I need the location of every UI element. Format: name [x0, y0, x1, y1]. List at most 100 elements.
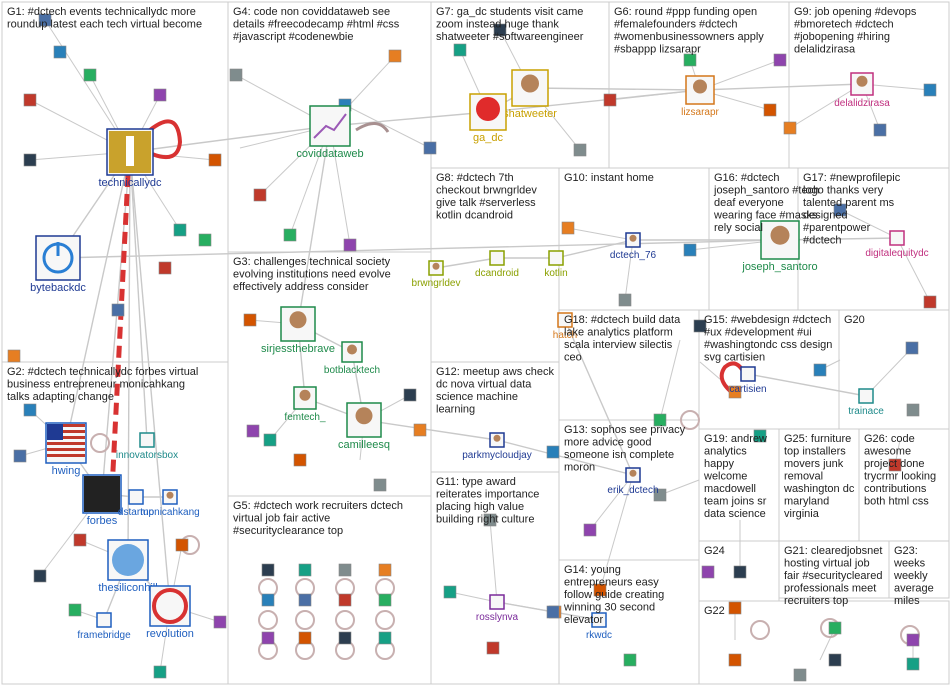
- node-thumbnail[interactable]: [378, 563, 392, 577]
- node-coviddataweb[interactable]: coviddataweb: [296, 105, 364, 160]
- node-thumbnail[interactable]: [378, 593, 392, 607]
- node-thumbnail[interactable]: [338, 631, 352, 645]
- node-thumbnail[interactable]: [343, 238, 357, 252]
- node-thumbnail[interactable]: [828, 621, 842, 635]
- node-trainace[interactable]: trainace: [848, 388, 884, 417]
- node-thumbnail[interactable]: [338, 593, 352, 607]
- node-parkmycloudjay[interactable]: parkmycloudjay: [462, 432, 532, 461]
- node-thumbnail[interactable]: [561, 221, 575, 235]
- node-thumbnail[interactable]: [443, 585, 457, 599]
- node-thumbnail[interactable]: [623, 653, 637, 667]
- node-thumbnail[interactable]: [23, 153, 37, 167]
- node-thumbnail[interactable]: [73, 533, 87, 547]
- node-thumbnail[interactable]: [283, 228, 297, 242]
- node-revolution[interactable]: revolution: [146, 585, 194, 640]
- node-botblacktech[interactable]: botblacktech: [324, 341, 380, 376]
- node-erik_dctech[interactable]: erik_dctech: [607, 467, 659, 496]
- node-thumbnail[interactable]: [173, 223, 187, 237]
- node-thumbnail[interactable]: [728, 601, 742, 615]
- node-thumbnail[interactable]: [701, 565, 715, 579]
- node-thumbnail[interactable]: [493, 23, 507, 37]
- node-thumbnail[interactable]: [13, 449, 27, 463]
- node-thumbnail[interactable]: [593, 583, 607, 597]
- node-thumbnail[interactable]: [229, 68, 243, 82]
- node-thumbnail[interactable]: [298, 563, 312, 577]
- node-thumbnail[interactable]: [261, 631, 275, 645]
- node-dctech_76[interactable]: dctech_76: [610, 232, 657, 261]
- node-thumbnail[interactable]: [246, 424, 260, 438]
- node-thumbnail[interactable]: [486, 641, 500, 655]
- node-brwngrldev[interactable]: brwngrldev: [412, 260, 461, 289]
- node-thumbnail[interactable]: [683, 53, 697, 67]
- node-thumbnail[interactable]: [793, 668, 807, 682]
- node-thumbnail[interactable]: [906, 633, 920, 647]
- node-thumbnail[interactable]: [293, 453, 307, 467]
- node-thumbnail[interactable]: [413, 423, 427, 437]
- node-cartisien[interactable]: cartisien: [729, 366, 767, 395]
- node-thumbnail[interactable]: [828, 653, 842, 667]
- node-thumbnail[interactable]: [23, 93, 37, 107]
- node-thumbnail[interactable]: [403, 388, 417, 402]
- node-thumbnail[interactable]: [693, 319, 707, 333]
- node-thumbnail[interactable]: [68, 603, 82, 617]
- node-rosslynva[interactable]: rosslynva: [476, 594, 519, 623]
- node-thumbnail[interactable]: [763, 103, 777, 117]
- node-innovatorsbox[interactable]: innovatorsbox: [116, 432, 178, 461]
- node-ga_dc[interactable]: ga_dc: [469, 93, 507, 144]
- node-thumbnail[interactable]: [33, 569, 47, 583]
- node-monicahkang[interactable]: monicahkang: [140, 489, 200, 518]
- node-thumbnail[interactable]: [833, 203, 847, 217]
- node-thumbnail[interactable]: [813, 363, 827, 377]
- node-thumbnail[interactable]: [198, 233, 212, 247]
- node-shatweeter[interactable]: shatweeter: [503, 69, 557, 120]
- node-thumbnail[interactable]: [453, 43, 467, 57]
- node-thumbnail[interactable]: [546, 605, 560, 619]
- node-forbes[interactable]: forbes: [82, 474, 122, 527]
- node-thumbnail[interactable]: [753, 429, 767, 443]
- node-thumbnail[interactable]: [38, 13, 52, 27]
- node-thumbnail[interactable]: [923, 83, 937, 97]
- node-thumbnail[interactable]: [261, 563, 275, 577]
- node-thumbnail[interactable]: [7, 349, 21, 363]
- node-thumbnail[interactable]: [388, 49, 402, 63]
- node-thumbnail[interactable]: [773, 53, 787, 67]
- node-thumbnail[interactable]: [23, 403, 37, 417]
- node-thumbnail[interactable]: [728, 653, 742, 667]
- node-thumbnail[interactable]: [906, 657, 920, 671]
- node-bytebackdc[interactable]: bytebackdc: [30, 235, 86, 294]
- node-joseph_santoro[interactable]: joseph_santoro: [741, 220, 818, 273]
- node-thumbnail[interactable]: [175, 538, 189, 552]
- node-thumbnail[interactable]: [261, 593, 275, 607]
- node-thumbnail[interactable]: [888, 458, 902, 472]
- node-thumbnail[interactable]: [618, 293, 632, 307]
- node-femtech_[interactable]: femtech_: [284, 386, 326, 423]
- node-thumbnail[interactable]: [83, 68, 97, 82]
- node-thumbnail[interactable]: [653, 413, 667, 427]
- node-thumbnail[interactable]: [263, 433, 277, 447]
- node-hwing[interactable]: hwing: [45, 422, 87, 477]
- node-thumbnail[interactable]: [208, 153, 222, 167]
- node-thumbnail[interactable]: [298, 631, 312, 645]
- node-thumbnail[interactable]: [373, 478, 387, 492]
- node-framebridge[interactable]: framebridge: [77, 612, 131, 641]
- node-thumbnail[interactable]: [733, 565, 747, 579]
- node-thumbnail[interactable]: [906, 403, 920, 417]
- node-dcandroid[interactable]: dcandroid: [475, 250, 519, 279]
- node-thumbnail[interactable]: [53, 45, 67, 59]
- node-thesiliconhill[interactable]: thesiliconhill: [98, 539, 158, 594]
- node-thumbnail[interactable]: [298, 593, 312, 607]
- node-thumbnail[interactable]: [378, 631, 392, 645]
- node-thumbnail[interactable]: [243, 313, 257, 327]
- node-thumbnail[interactable]: [905, 341, 919, 355]
- node-thumbnail[interactable]: [423, 141, 437, 155]
- node-sirjessthebrave[interactable]: sirjessthebrave: [261, 306, 335, 355]
- node-thumbnail[interactable]: [546, 445, 560, 459]
- node-thumbnail[interactable]: [153, 88, 167, 102]
- node-digitalequitydc[interactable]: digitalequitydc: [865, 230, 929, 259]
- node-thumbnail[interactable]: [683, 243, 697, 257]
- node-thumbnail[interactable]: [783, 121, 797, 135]
- node-thumbnail[interactable]: [158, 261, 172, 275]
- node-thumbnail[interactable]: [653, 488, 667, 502]
- node-hatch[interactable]: hatch: [553, 312, 577, 341]
- node-technicallydc[interactable]: technicallydc: [99, 128, 162, 189]
